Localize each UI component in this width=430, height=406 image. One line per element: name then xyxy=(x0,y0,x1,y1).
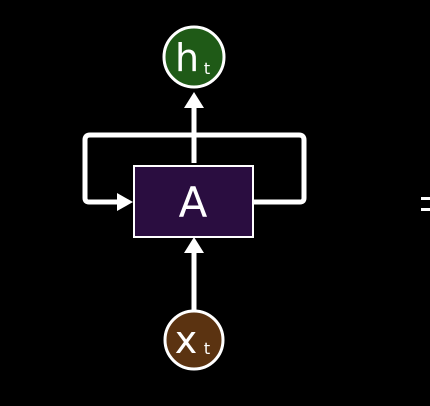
output-arrowhead xyxy=(184,92,204,108)
output-node-label: h xyxy=(175,36,199,80)
output-node: h t xyxy=(162,25,226,89)
recurrent-loop-arrowhead xyxy=(117,193,133,211)
input-node-label: x xyxy=(175,318,198,362)
equals-sign-bottom-bar xyxy=(421,208,430,211)
output-node-circle xyxy=(162,25,226,89)
input-node-subscript: t xyxy=(204,339,210,358)
equals-sign-top-bar xyxy=(421,197,430,200)
rnn-cell-box xyxy=(133,165,254,238)
rnn-cell-label: A xyxy=(179,178,208,227)
input-node: x t xyxy=(163,309,225,371)
rnn-cell: A xyxy=(133,165,254,238)
input-arrowhead xyxy=(184,237,204,253)
output-node-subscript: t xyxy=(204,59,210,78)
input-node-circle xyxy=(163,309,225,371)
